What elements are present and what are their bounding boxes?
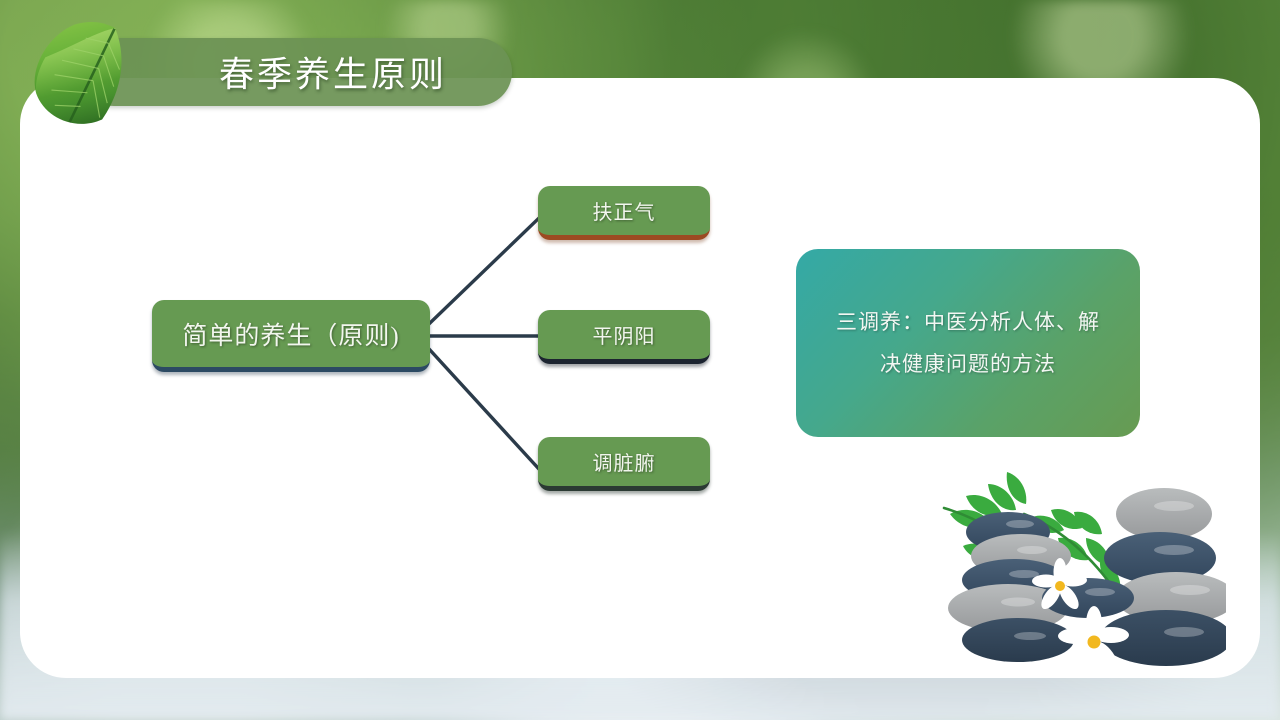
page-title: 春季养生原则 [218, 55, 447, 95]
info-card[interactable]: 三调养：中医分析人体、解决健康问题的方法 [796, 249, 1140, 437]
mindmap-child-node-1[interactable]: 扶正气 [538, 186, 710, 240]
title-banner: 春季养生原则 [80, 38, 512, 106]
mindmap-child-node-2[interactable]: 平阴阳 [538, 310, 710, 364]
mindmap-child-label-3: 调脏腑 [592, 453, 656, 475]
info-card-text: 三调养：中医分析人体、解决健康问题的方法 [836, 310, 1100, 376]
mindmap-child-node-3[interactable]: 调脏腑 [538, 437, 710, 491]
mindmap-root-label: 简单的养生（原则) [182, 322, 400, 350]
mindmap-child-label-1: 扶正气 [592, 202, 656, 224]
mindmap-child-label-2: 平阴阳 [592, 326, 656, 348]
mindmap-root-node[interactable]: 简单的养生（原则) [152, 300, 430, 372]
